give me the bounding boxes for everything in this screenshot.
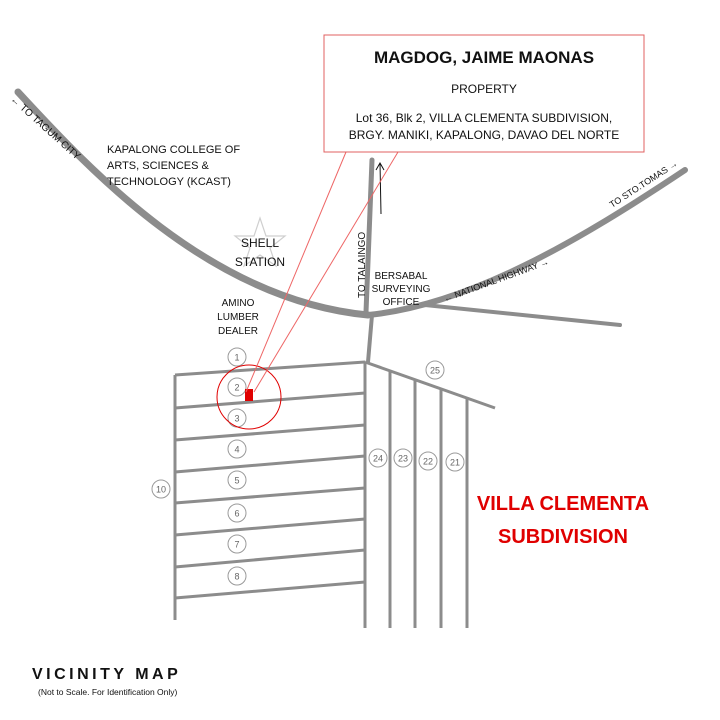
owner-name: MAGDOG, JAIME MAONAS bbox=[374, 48, 594, 67]
subdivision-entrance-road bbox=[366, 313, 374, 364]
bersabal-label-line1: BERSABAL bbox=[375, 271, 428, 282]
lot-number: 6 bbox=[234, 509, 239, 519]
national-highway-west bbox=[14, 88, 372, 319]
kcast-label-line3: TECHNOLOGY (KCAST) bbox=[107, 176, 231, 188]
kcast-label-line2: ARTS, SCIENCES & bbox=[107, 160, 210, 172]
lot-number: 10 bbox=[156, 485, 166, 495]
shell-station-star-icon bbox=[233, 216, 287, 268]
shell-label-line2: STATION bbox=[235, 255, 285, 269]
map-title: VICINITY MAP bbox=[32, 666, 181, 683]
kcast-label-line1: KAPALONG COLLEGE OF bbox=[107, 144, 240, 156]
talaingo-arrow bbox=[375, 161, 385, 215]
bersabal-label-line3: OFFICE bbox=[383, 297, 420, 308]
lot-number: 24 bbox=[373, 454, 383, 464]
lot-number: 23 bbox=[398, 454, 408, 464]
lot-marker-8: 8 bbox=[227, 566, 247, 586]
property-label: PROPERTY bbox=[451, 82, 517, 96]
bersabal-label-line2: SURVEYING bbox=[372, 284, 431, 295]
subdivision-name-line1: VILLA CLEMENTA bbox=[477, 493, 649, 515]
national-highway-east bbox=[365, 167, 688, 318]
property-box bbox=[323, 34, 645, 153]
amino-label-line3: DEALER bbox=[218, 326, 258, 337]
lot-number: 22 bbox=[423, 457, 433, 467]
lots-left: 1 2 3 4 5 6 7 8 10 bbox=[151, 347, 247, 586]
lot-number: 7 bbox=[234, 540, 239, 550]
lot-marker-21: 21 bbox=[445, 452, 465, 472]
lot-number: 21 bbox=[450, 458, 460, 468]
lot-number: 4 bbox=[234, 445, 239, 455]
lot-marker-4: 4 bbox=[227, 439, 247, 459]
lot-marker-2: 2 bbox=[227, 377, 247, 397]
lot-number: 3 bbox=[234, 414, 239, 424]
lot-marker-7: 7 bbox=[227, 534, 247, 554]
address-line-1: Lot 36, Blk 2, VILLA CLEMENTA SUBDIVISIO… bbox=[356, 111, 613, 125]
callout-line-right bbox=[253, 151, 399, 393]
amino-label-line2: LUMBER bbox=[217, 312, 259, 323]
lot-number: 2 bbox=[234, 383, 239, 393]
lot-number: 1 bbox=[234, 353, 239, 363]
property-marker bbox=[245, 389, 253, 401]
lot-marker-1: 1 bbox=[227, 347, 247, 367]
lot-marker-10: 10 bbox=[151, 479, 171, 499]
subdivision-right-block bbox=[363, 360, 496, 628]
lot-marker-5: 5 bbox=[227, 470, 247, 490]
to-talaingo-label: TO TALAINGO bbox=[357, 232, 368, 298]
map-subtitle: (Not to Scale. For Identification Only) bbox=[38, 687, 178, 697]
lot-marker-3: 3 bbox=[227, 408, 247, 428]
property-highlight-circle bbox=[216, 364, 282, 430]
lot-marker-23: 23 bbox=[393, 448, 413, 468]
amino-label-line1: AMINO bbox=[222, 298, 255, 309]
lot-number: 5 bbox=[234, 476, 239, 486]
lots-right: 25 24 23 22 21 bbox=[368, 360, 465, 472]
lot-number: 25 bbox=[430, 366, 440, 376]
lot-marker-22: 22 bbox=[418, 451, 438, 471]
callout-line-left bbox=[245, 151, 347, 393]
branch-road-east bbox=[423, 303, 622, 327]
shell-label-line1: SHELL bbox=[241, 236, 279, 250]
lot-number: 8 bbox=[234, 572, 239, 582]
lot-marker-25: 25 bbox=[425, 360, 445, 380]
road-to-talaingo bbox=[363, 157, 375, 315]
address-line-2: BRGY. MANIKI, KAPALONG, DAVAO DEL NORTE bbox=[349, 128, 620, 142]
subdivision-left-block bbox=[173, 360, 366, 620]
lot-marker-24: 24 bbox=[368, 448, 388, 468]
to-tagum-label: ← TO TAGUM CITY bbox=[8, 94, 82, 162]
subdivision-name-line2: SUBDIVISION bbox=[498, 526, 628, 548]
national-highway-label: ← NATIONAL HIGHWAY → bbox=[442, 256, 550, 303]
lot-marker-6: 6 bbox=[227, 503, 247, 523]
